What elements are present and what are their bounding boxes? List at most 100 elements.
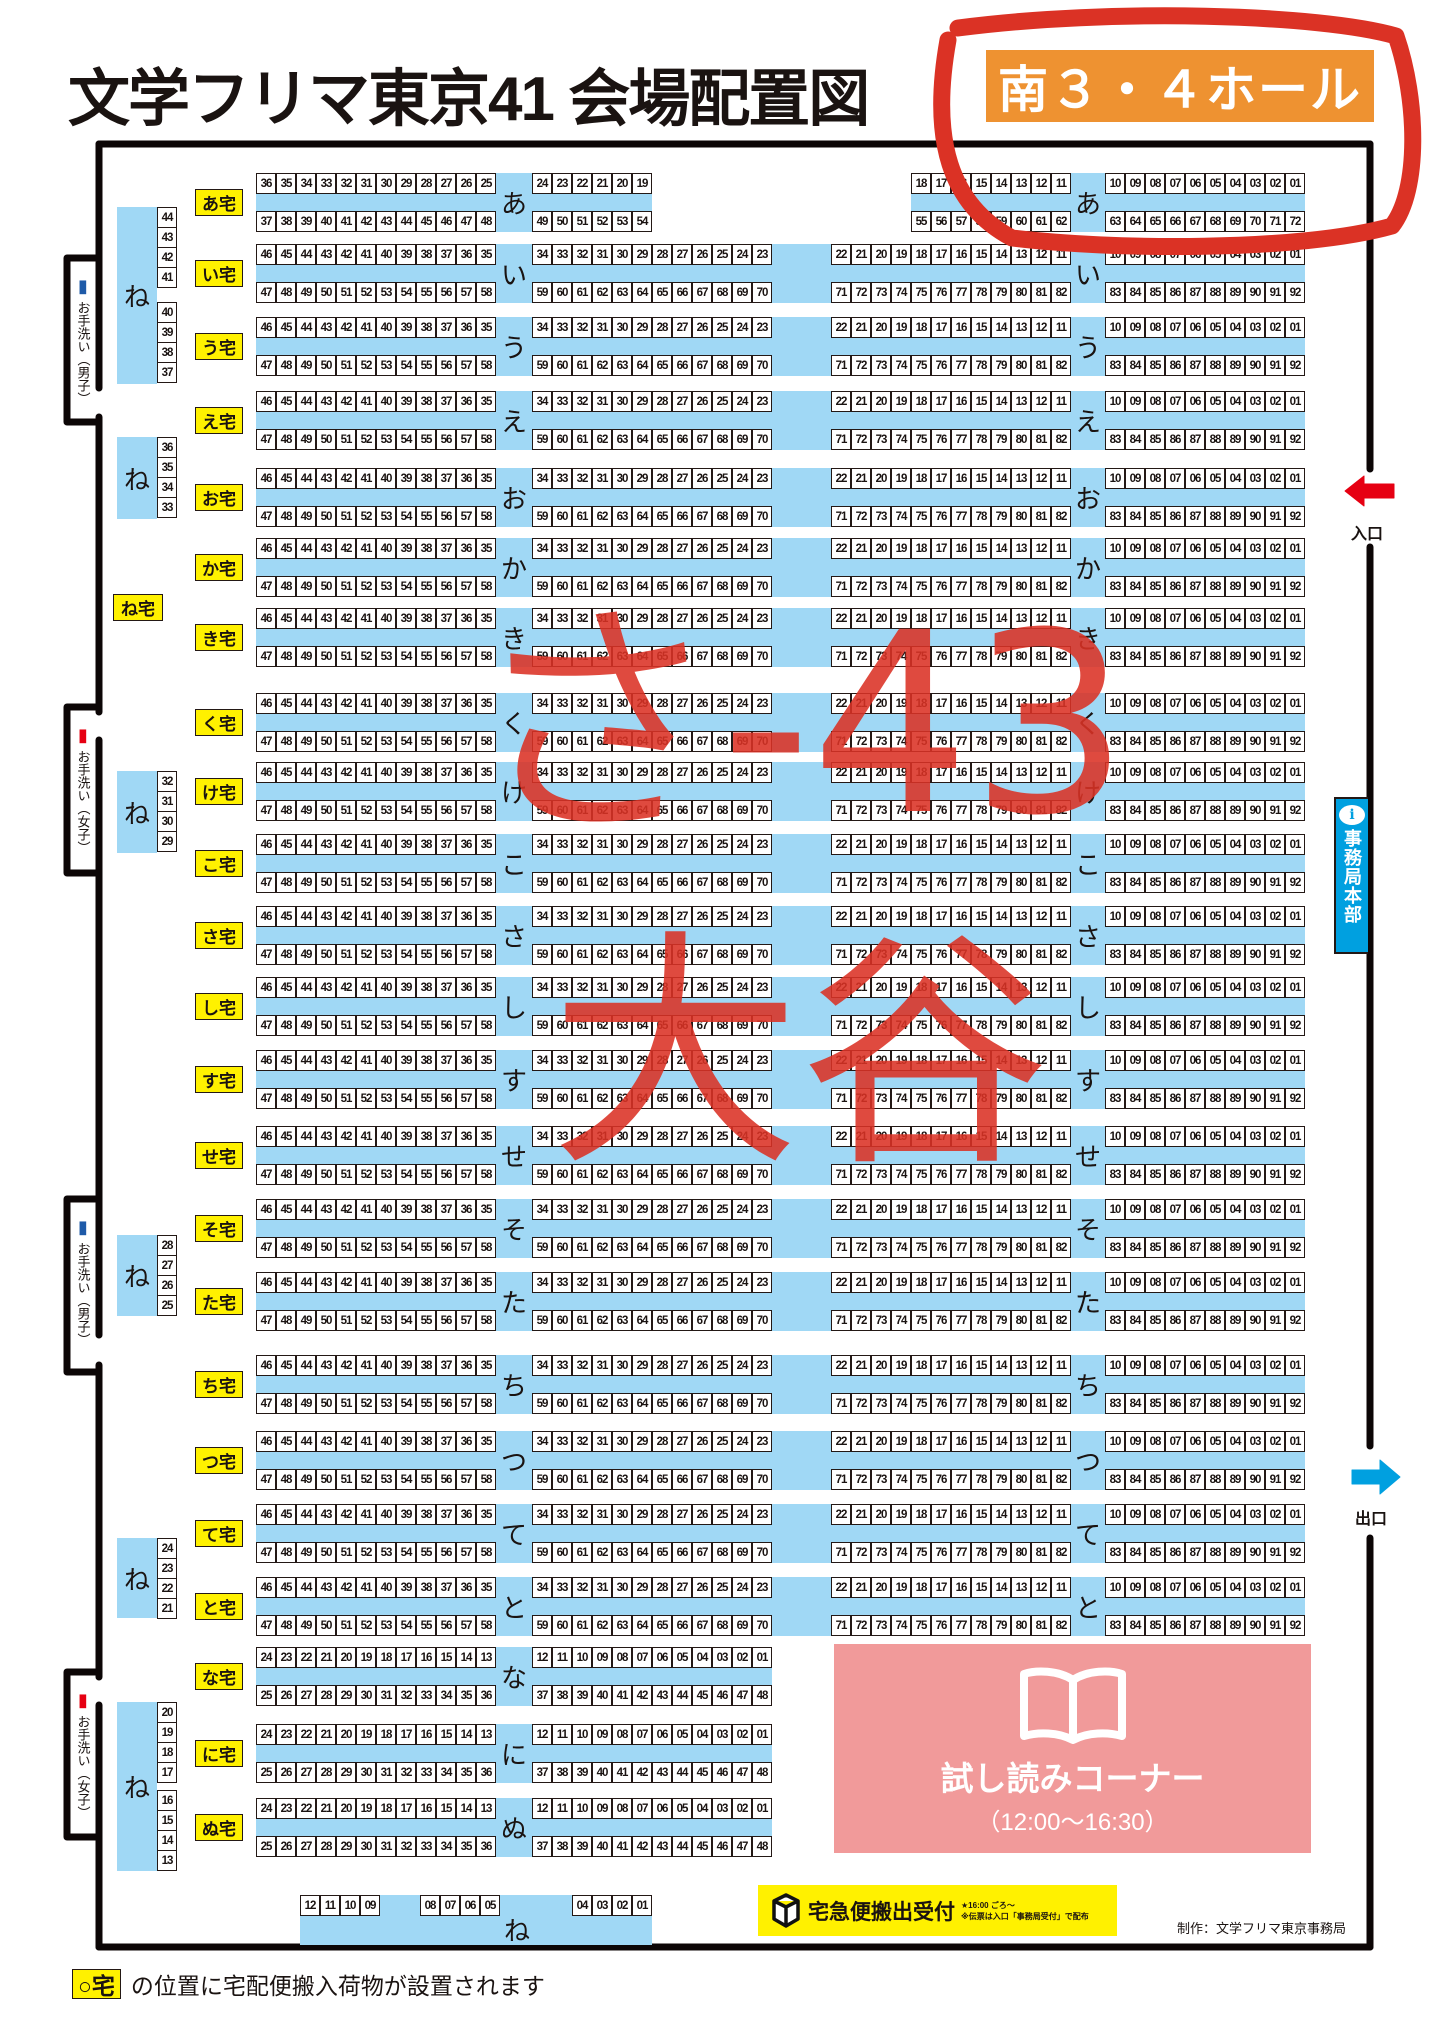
booth-え-75[interactable]: 75 (911, 429, 931, 450)
booth-う-30[interactable]: 30 (612, 317, 632, 338)
booth-う-72[interactable]: 72 (851, 355, 871, 376)
booth-き-31[interactable]: 31 (592, 608, 612, 629)
booth-う-66[interactable]: 66 (672, 355, 692, 376)
booth-お-25[interactable]: 25 (712, 468, 732, 489)
booth-か-18[interactable]: 18 (911, 538, 931, 559)
booth-き-60[interactable]: 60 (552, 646, 572, 667)
booth-き-30[interactable]: 30 (612, 608, 632, 629)
booth-く-52[interactable]: 52 (356, 731, 376, 752)
booth-う-56[interactable]: 56 (436, 355, 456, 376)
booth-く-50[interactable]: 50 (316, 731, 336, 752)
booth-え-91[interactable]: 91 (1265, 429, 1285, 450)
booth-え-07[interactable]: 07 (1165, 391, 1185, 412)
booth-お-78[interactable]: 78 (971, 506, 991, 527)
booth-く-48[interactable]: 48 (276, 731, 296, 752)
booth-あ-29[interactable]: 29 (396, 173, 416, 194)
booth-き-26[interactable]: 26 (692, 608, 712, 629)
booth-え-28[interactable]: 28 (652, 391, 672, 412)
booth-か-79[interactable]: 79 (991, 576, 1011, 597)
booth-え-84[interactable]: 84 (1125, 429, 1145, 450)
booth-え-26[interactable]: 26 (692, 391, 712, 412)
booth-お-90[interactable]: 90 (1245, 506, 1265, 527)
booth-え-42[interactable]: 42 (336, 391, 356, 412)
booth-え-83[interactable]: 83 (1105, 429, 1125, 450)
booth-い-51[interactable]: 51 (336, 282, 356, 303)
booth-い-77[interactable]: 77 (951, 282, 971, 303)
booth-い-69[interactable]: 69 (732, 282, 752, 303)
booth-え-58[interactable]: 58 (476, 429, 496, 450)
booth-お-13[interactable]: 13 (1011, 468, 1031, 489)
booth-え-47[interactable]: 47 (256, 429, 276, 450)
booth-え-29[interactable]: 29 (632, 391, 652, 412)
booth-え-80[interactable]: 80 (1011, 429, 1031, 450)
booth-え-06[interactable]: 06 (1185, 391, 1205, 412)
booth-く-16[interactable]: 16 (951, 693, 971, 714)
booth-う-05[interactable]: 05 (1205, 317, 1225, 338)
booth-え-31[interactable]: 31 (592, 391, 612, 412)
booth-あ-25[interactable]: 25 (476, 173, 496, 194)
booth-か-48[interactable]: 48 (276, 576, 296, 597)
booth-あ-42[interactable]: 42 (356, 211, 376, 232)
booth-え-57[interactable]: 57 (456, 429, 476, 450)
booth-お-84[interactable]: 84 (1125, 506, 1145, 527)
booth-く-61[interactable]: 61 (572, 731, 592, 752)
booth-か-69[interactable]: 69 (732, 576, 752, 597)
booth-お-54[interactable]: 54 (396, 506, 416, 527)
booth-う-92[interactable]: 92 (1285, 355, 1305, 376)
booth-く-30[interactable]: 30 (612, 693, 632, 714)
booth-く-45[interactable]: 45 (276, 693, 296, 714)
booth-く-51[interactable]: 51 (336, 731, 356, 752)
booth-き-89[interactable]: 89 (1225, 646, 1245, 667)
booth-い-19[interactable]: 19 (891, 244, 911, 265)
booth-き-92[interactable]: 92 (1285, 646, 1305, 667)
booth-お-09[interactable]: 09 (1125, 468, 1145, 489)
booth-う-69[interactable]: 69 (732, 355, 752, 376)
booth-か-65[interactable]: 65 (652, 576, 672, 597)
booth-か-62[interactable]: 62 (592, 576, 612, 597)
booth-か-03[interactable]: 03 (1245, 538, 1265, 559)
booth-い-84[interactable]: 84 (1125, 282, 1145, 303)
booth-か-73[interactable]: 73 (871, 576, 891, 597)
booth-お-74[interactable]: 74 (891, 506, 911, 527)
booth-え-36[interactable]: 36 (456, 391, 476, 412)
booth-く-14[interactable]: 14 (991, 693, 1011, 714)
booth-か-08[interactable]: 08 (1145, 538, 1165, 559)
booth-え-41[interactable]: 41 (356, 391, 376, 412)
booth-あ-20[interactable]: 20 (612, 173, 632, 194)
booth-あ-54[interactable]: 54 (632, 211, 652, 232)
booth-う-47[interactable]: 47 (256, 355, 276, 376)
booth-あ-28[interactable]: 28 (416, 173, 436, 194)
booth-い-85[interactable]: 85 (1145, 282, 1165, 303)
booth-う-34[interactable]: 34 (532, 317, 552, 338)
booth-お-41[interactable]: 41 (356, 468, 376, 489)
booth-あ-67[interactable]: 67 (1185, 211, 1205, 232)
booth-い-61[interactable]: 61 (572, 282, 592, 303)
booth-き-09[interactable]: 09 (1125, 608, 1145, 629)
booth-い-78[interactable]: 78 (971, 282, 991, 303)
booth-か-06[interactable]: 06 (1185, 538, 1205, 559)
booth-い-64[interactable]: 64 (632, 282, 652, 303)
booth-あ-43[interactable]: 43 (376, 211, 396, 232)
booth-い-54[interactable]: 54 (396, 282, 416, 303)
booth-う-50[interactable]: 50 (316, 355, 336, 376)
booth-き-45[interactable]: 45 (276, 608, 296, 629)
booth-え-33[interactable]: 33 (552, 391, 572, 412)
booth-い-76[interactable]: 76 (931, 282, 951, 303)
booth-お-73[interactable]: 73 (871, 506, 891, 527)
booth-お-64[interactable]: 64 (632, 506, 652, 527)
booth-く-31[interactable]: 31 (592, 693, 612, 714)
booth-き-22[interactable]: 22 (831, 608, 851, 629)
booth-き-25[interactable]: 25 (712, 608, 732, 629)
booth-お-18[interactable]: 18 (911, 468, 931, 489)
booth-い-70[interactable]: 70 (752, 282, 772, 303)
booth-か-90[interactable]: 90 (1245, 576, 1265, 597)
booth-き-78[interactable]: 78 (971, 646, 991, 667)
booth-く-64[interactable]: 64 (632, 731, 652, 752)
booth-く-37[interactable]: 37 (436, 693, 456, 714)
booth-い-45[interactable]: 45 (276, 244, 296, 265)
booth-く-56[interactable]: 56 (436, 731, 456, 752)
booth-あ-23[interactable]: 23 (552, 173, 572, 194)
booth-え-09[interactable]: 09 (1125, 391, 1145, 412)
booth-か-83[interactable]: 83 (1105, 576, 1125, 597)
booth-え-49[interactable]: 49 (296, 429, 316, 450)
